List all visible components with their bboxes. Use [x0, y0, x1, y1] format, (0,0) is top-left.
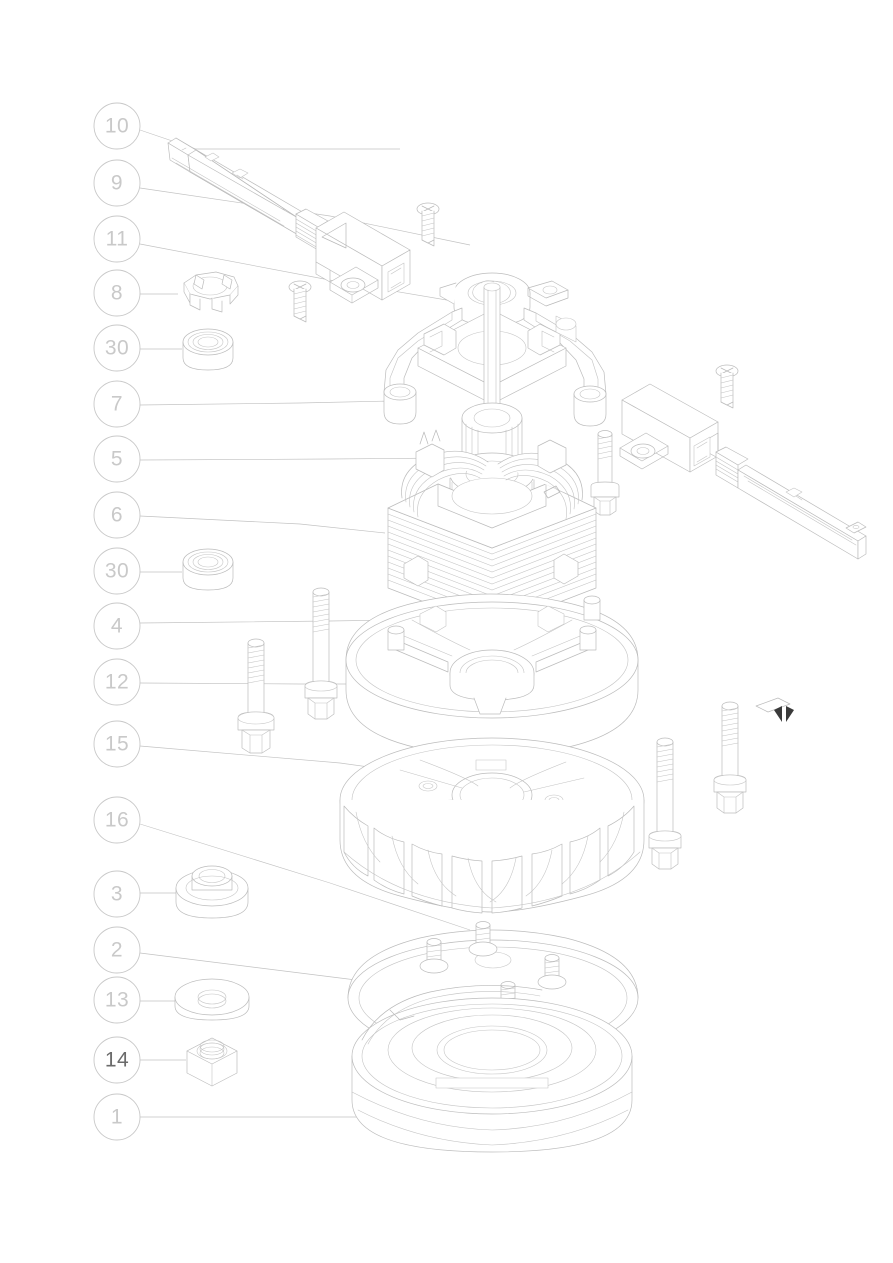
balloon-11[interactable]: 11 — [93, 215, 141, 263]
balloon-16-label: 16 — [105, 809, 129, 832]
leader-10 — [139, 129, 400, 150]
flat-washer — [174, 978, 250, 1021]
balloon-3[interactable]: 3 — [93, 870, 141, 918]
upper-brush-arm-assembly — [167, 137, 411, 323]
balloon-9-label: 9 — [111, 172, 123, 195]
leader-7 — [139, 400, 393, 406]
balloon-30-upper-label: 30 — [105, 337, 129, 360]
balloon-2-label: 2 — [111, 939, 123, 962]
balloon-1-label: 1 — [111, 1106, 123, 1129]
triangle-marker-left-arm — [321, 222, 347, 249]
balloon-8-label: 8 — [111, 282, 123, 305]
motor-mount-stud-b — [468, 921, 498, 957]
ball-bearing-lower — [182, 548, 234, 591]
motor-mount-stud-c — [537, 954, 567, 990]
balloon-7[interactable]: 7 — [93, 380, 141, 428]
balloon-30-upper[interactable]: 30 — [93, 324, 141, 372]
balloon-10[interactable]: 10 — [93, 102, 141, 150]
balloon-8[interactable]: 8 — [93, 269, 141, 317]
leader-4 — [139, 619, 393, 624]
balloon-4[interactable]: 4 — [93, 602, 141, 650]
volute-housing-base — [351, 985, 633, 1153]
balloon-12-label: 12 — [105, 671, 129, 694]
phillips-screw-right — [715, 364, 739, 409]
balloon-12[interactable]: 12 — [93, 658, 141, 706]
leader-16 — [139, 823, 471, 931]
long-flange-bolt-a — [237, 638, 275, 754]
motor-mount-stud-a — [419, 938, 449, 974]
long-flange-bolt-c — [648, 737, 682, 870]
direction-arrow-right — [786, 706, 794, 722]
bearing-retainer-clip — [183, 271, 239, 313]
phillips-screw-upper-mid — [416, 202, 440, 247]
balloon-13-label: 13 — [105, 989, 129, 1012]
leader-6 — [139, 515, 386, 534]
leader-5 — [139, 457, 453, 461]
balloon-11-label: 11 — [106, 228, 129, 251]
phillips-screw-left — [288, 280, 312, 323]
balloon-30-lower[interactable]: 30 — [93, 547, 141, 595]
rubber-grommet-mount — [175, 865, 249, 919]
balloon-14-label: 14 — [105, 1049, 129, 1072]
balloon-4-label: 4 — [111, 615, 123, 638]
balloon-15-label: 15 — [105, 733, 129, 756]
balloon-16[interactable]: 16 — [93, 796, 141, 844]
balloon-7-label: 7 — [111, 393, 123, 416]
balloon-14[interactable]: 14 — [93, 1036, 141, 1084]
long-flange-bolt-d — [713, 701, 747, 814]
balloon-2[interactable]: 2 — [93, 926, 141, 974]
balloon-10-label: 10 — [105, 115, 129, 138]
balloon-5-label: 5 — [111, 448, 123, 471]
balloon-1[interactable]: 1 — [93, 1093, 141, 1141]
direction-arrow-left — [774, 706, 782, 722]
balloon-13[interactable]: 13 — [93, 976, 141, 1024]
balloon-9[interactable]: 9 — [93, 159, 141, 207]
balloon-3-label: 3 — [111, 883, 123, 906]
balloon-5[interactable]: 5 — [93, 435, 141, 483]
hex-lock-nut — [186, 1037, 238, 1087]
ball-bearing-upper — [182, 328, 234, 371]
balloon-6[interactable]: 6 — [93, 491, 141, 539]
balloon-6-label: 6 — [111, 504, 123, 527]
fan-impeller — [339, 737, 645, 914]
long-flange-bolt-b — [304, 587, 338, 720]
balloon-15[interactable]: 15 — [93, 720, 141, 768]
right-brush-arm-assembly — [619, 364, 867, 560]
short-bolt-right-upper — [590, 430, 620, 516]
balloon-callouts: 10 9 11 8 30 7 5 6 — [93, 102, 141, 1141]
motor-base-plate — [345, 593, 794, 757]
balloon-30-lower-label: 30 — [105, 560, 129, 583]
